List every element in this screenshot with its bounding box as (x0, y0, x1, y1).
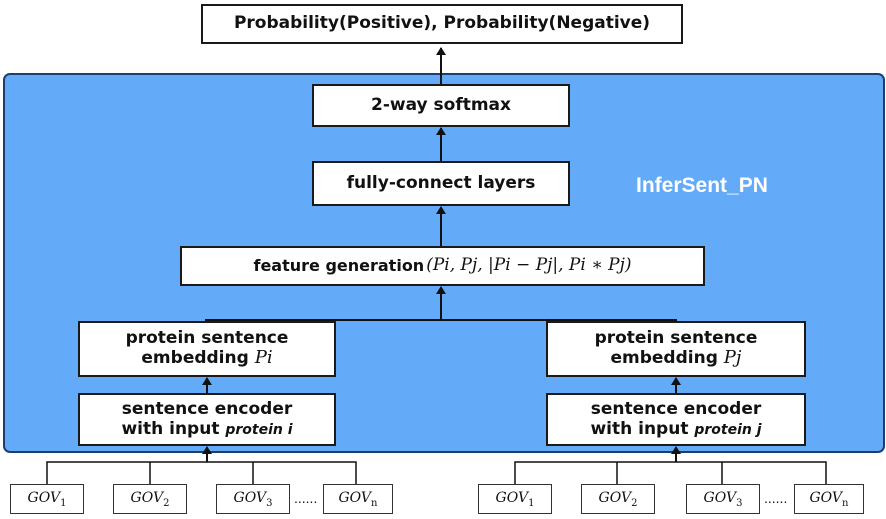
left-encoder-box: sentence encoder with input protein i (78, 393, 336, 446)
output-probabilities-label: Probability(Positive), Probability(Negat… (233, 13, 651, 34)
left-gov-1-label: GOV1 (27, 489, 67, 509)
softmax-box: 2-way softmax (312, 84, 570, 127)
right-gov-2-label: GOV2 (598, 489, 638, 509)
left-encoder-input: protein i (225, 421, 293, 438)
left-embedding-symbol: Pi (254, 347, 273, 369)
output-probabilities-box: Probability(Positive), Probability(Negat… (201, 4, 683, 44)
left-gov-n-label: GOVn (338, 489, 378, 509)
fully-connect-label: fully-connect layers (346, 172, 536, 193)
right-gov-n-label: GOVn (809, 489, 849, 509)
left-gov-2-label: GOV2 (130, 489, 170, 509)
right-gov-ellipsis: ...... (764, 490, 788, 506)
right-encoder-line2-wrap: with input protein j (590, 418, 762, 440)
right-embedding-line2-wrap: embedding Pj (610, 348, 741, 369)
left-gov-bracket (46, 461, 357, 484)
right-gov-3: GOV3 (686, 484, 760, 514)
fully-connect-box: fully-connect layers (312, 161, 570, 206)
left-embedding-line2: embedding (141, 348, 249, 369)
left-gov-ellipsis: ...... (294, 490, 318, 506)
left-gov-3-label: GOV3 (233, 489, 273, 509)
right-embedding-box: protein sentence embedding Pj (546, 321, 806, 377)
right-gov-3-label: GOV3 (703, 489, 743, 509)
right-gov-1-label: GOV1 (495, 489, 535, 509)
left-gov-1: GOV1 (10, 484, 84, 514)
right-gov-bracket (514, 461, 827, 484)
left-gov-3: GOV3 (216, 484, 290, 514)
right-encoder-line2: with input (590, 418, 689, 439)
right-encoder-line1: sentence encoder (590, 398, 762, 419)
left-embedding-box: protein sentence embedding Pi (78, 321, 336, 377)
left-embedding-line2-wrap: embedding Pi (141, 348, 272, 369)
left-encoder-line1: sentence encoder (121, 398, 293, 419)
left-encoder-line2: with input (121, 418, 220, 439)
left-embedding-line1: protein sentence (125, 327, 289, 348)
right-gov-n: GOVn (794, 484, 864, 514)
feature-generation-label: feature generation (253, 255, 425, 275)
right-gov-1: GOV1 (478, 484, 552, 514)
right-gov-2: GOV2 (581, 484, 655, 514)
right-embedding-line1: protein sentence (594, 327, 758, 348)
right-encoder-input: protein j (694, 421, 762, 438)
left-encoder-line2-wrap: with input protein i (121, 418, 293, 440)
left-gov-n: GOVn (323, 484, 393, 514)
right-embedding-symbol: Pj (723, 347, 742, 369)
left-gov-2: GOV2 (113, 484, 187, 514)
softmax-label: 2-way softmax (370, 94, 511, 115)
right-encoder-box: sentence encoder with input protein j (546, 393, 806, 446)
feature-formula: (Pi, Pj, |Pi − Pj|, Pi ∗ Pj) (426, 255, 632, 276)
feature-generation-box: feature generation (Pi, Pj, |Pi − Pj|, P… (180, 246, 705, 286)
right-embedding-line2: embedding (610, 348, 718, 369)
model-name-label: InferSent_PN (636, 174, 768, 197)
